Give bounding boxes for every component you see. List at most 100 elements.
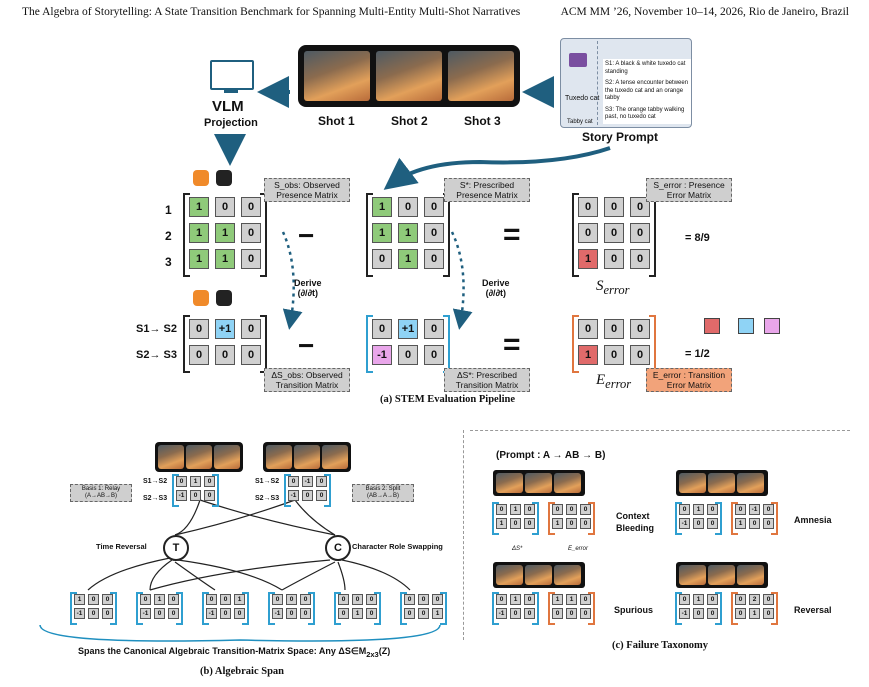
failure-name: Spurious xyxy=(614,605,654,615)
matrix-bracket xyxy=(715,502,722,535)
tag-line: E_error : Transition xyxy=(652,370,726,380)
matrix-cell: 0 xyxy=(679,504,690,515)
matrix-bracket xyxy=(649,193,656,277)
matrix-cell: 0 xyxy=(302,490,313,501)
matrix-cell: 0 xyxy=(398,197,418,217)
story-prompt-card: Tuxedo cat Tabby cat S1: A black & white… xyxy=(560,38,692,128)
matrix-cell: -1 xyxy=(749,504,760,515)
matrix-bracket xyxy=(366,315,373,373)
basis2-tag: Basis 2: Split(AB→A→B) xyxy=(352,484,414,502)
matrix-cell: 0 xyxy=(398,345,418,365)
prompt-text: S1: A black & white tuxedo cat standing … xyxy=(603,59,691,124)
matrix-cell: 0 xyxy=(580,608,591,619)
e-error-score: = 1/2 xyxy=(685,348,710,360)
matrix-cell: 1 xyxy=(735,518,746,529)
matrix-bracket xyxy=(136,592,143,625)
tag-line: S_error : Presence xyxy=(653,180,725,190)
failure-name: Amnesia xyxy=(794,515,832,525)
prompt-line-2: S2: A tense encounter between the tuxedo… xyxy=(605,80,689,101)
matrix-cell: 0 xyxy=(630,223,650,243)
frame-image xyxy=(708,473,735,493)
matrix-cell: 0 xyxy=(168,608,179,619)
tabby-cat-label: Tabby cat xyxy=(567,119,593,125)
matrix-cell: 0 xyxy=(510,518,521,529)
matrix-cell: 0 xyxy=(316,490,327,501)
matrix-cell: 1 xyxy=(693,594,704,605)
matrix-bracket xyxy=(588,592,595,625)
failure-filmstrip xyxy=(676,562,768,588)
matrix-bracket xyxy=(260,315,267,373)
matrix-cell: 1 xyxy=(510,504,521,515)
matrix-cell: 0 xyxy=(168,594,179,605)
matrix-cell: 0 xyxy=(241,249,261,269)
matrix-cell: -1 xyxy=(302,476,313,487)
matrix-cell: -1 xyxy=(496,608,507,619)
matrix-cell: -1 xyxy=(206,608,217,619)
tag-line: Transition Matrix xyxy=(455,380,519,390)
matrix-cell: 0 xyxy=(707,594,718,605)
matrix-cell: 0 xyxy=(763,608,774,619)
matrix-cell: 0 xyxy=(630,345,650,365)
matrix-cell: 1 xyxy=(432,608,443,619)
tabby-cat-icon xyxy=(193,290,209,306)
tuxedo-cat-label: Tuxedo cat xyxy=(565,95,600,102)
matrix-cell: 0 xyxy=(524,518,535,529)
caption-c: (c) Failure Taxonomy xyxy=(612,640,709,651)
matrix-cell: 0 xyxy=(580,594,591,605)
tag-line: Error Matrix xyxy=(666,190,712,200)
matrix-cell: 0 xyxy=(707,608,718,619)
matrix-cell: 0 xyxy=(524,594,535,605)
shot-3-label: Shot 3 xyxy=(464,114,501,128)
matrix-cell: 0 xyxy=(424,223,444,243)
derive-label-right: Derive(∂/∂t) xyxy=(482,278,510,298)
matrix-cell: 0 xyxy=(234,608,245,619)
matrix-cell: 1 xyxy=(578,345,598,365)
tag-line: (AB→A→B) xyxy=(366,493,399,499)
trans-label-2: S2→ S3 xyxy=(136,349,177,361)
frame-image xyxy=(679,473,706,493)
matrix-cell: 0 xyxy=(707,504,718,515)
matrix-cell: 0 xyxy=(204,476,215,487)
matrix-bracket xyxy=(548,592,555,625)
matrix-bracket xyxy=(324,474,331,507)
caption-b: (b) Algebraic Span xyxy=(200,666,285,677)
matrix-cell: 1 xyxy=(189,197,209,217)
matrix-cell: 0 xyxy=(316,476,327,487)
matrix-cell: 0 xyxy=(735,608,746,619)
minus-operator: − xyxy=(298,220,315,251)
matrix-cell: -1 xyxy=(74,608,85,619)
tag-line: ΔS*: Prescribed xyxy=(456,370,517,380)
matrix-cell: 0 xyxy=(286,608,297,619)
matrix-cell: 0 xyxy=(189,345,209,365)
matrix-cell: 0 xyxy=(496,504,507,515)
matrix-cell: 1 xyxy=(578,249,598,269)
failure-name: Context Bleeding xyxy=(616,511,655,533)
row-label-2: 2 xyxy=(165,229,172,243)
equals-operator: = xyxy=(503,328,521,361)
tag-line: Presence Matrix xyxy=(456,190,518,200)
shot-filmstrip xyxy=(298,45,520,107)
s-error-score: = 8/9 xyxy=(685,232,710,244)
matrix-cell: 1 xyxy=(189,249,209,269)
matrix-cell: 0 xyxy=(630,197,650,217)
matrix-cell: 1 xyxy=(749,608,760,619)
matrix-cell: 0 xyxy=(404,594,415,605)
symbol-letter: E xyxy=(596,372,606,388)
panel-divider xyxy=(470,430,850,431)
matrix-bracket xyxy=(366,193,373,277)
tuxedo-cat-icon xyxy=(216,290,232,306)
matrix-bracket xyxy=(202,592,209,625)
monitor-icon xyxy=(210,60,254,90)
